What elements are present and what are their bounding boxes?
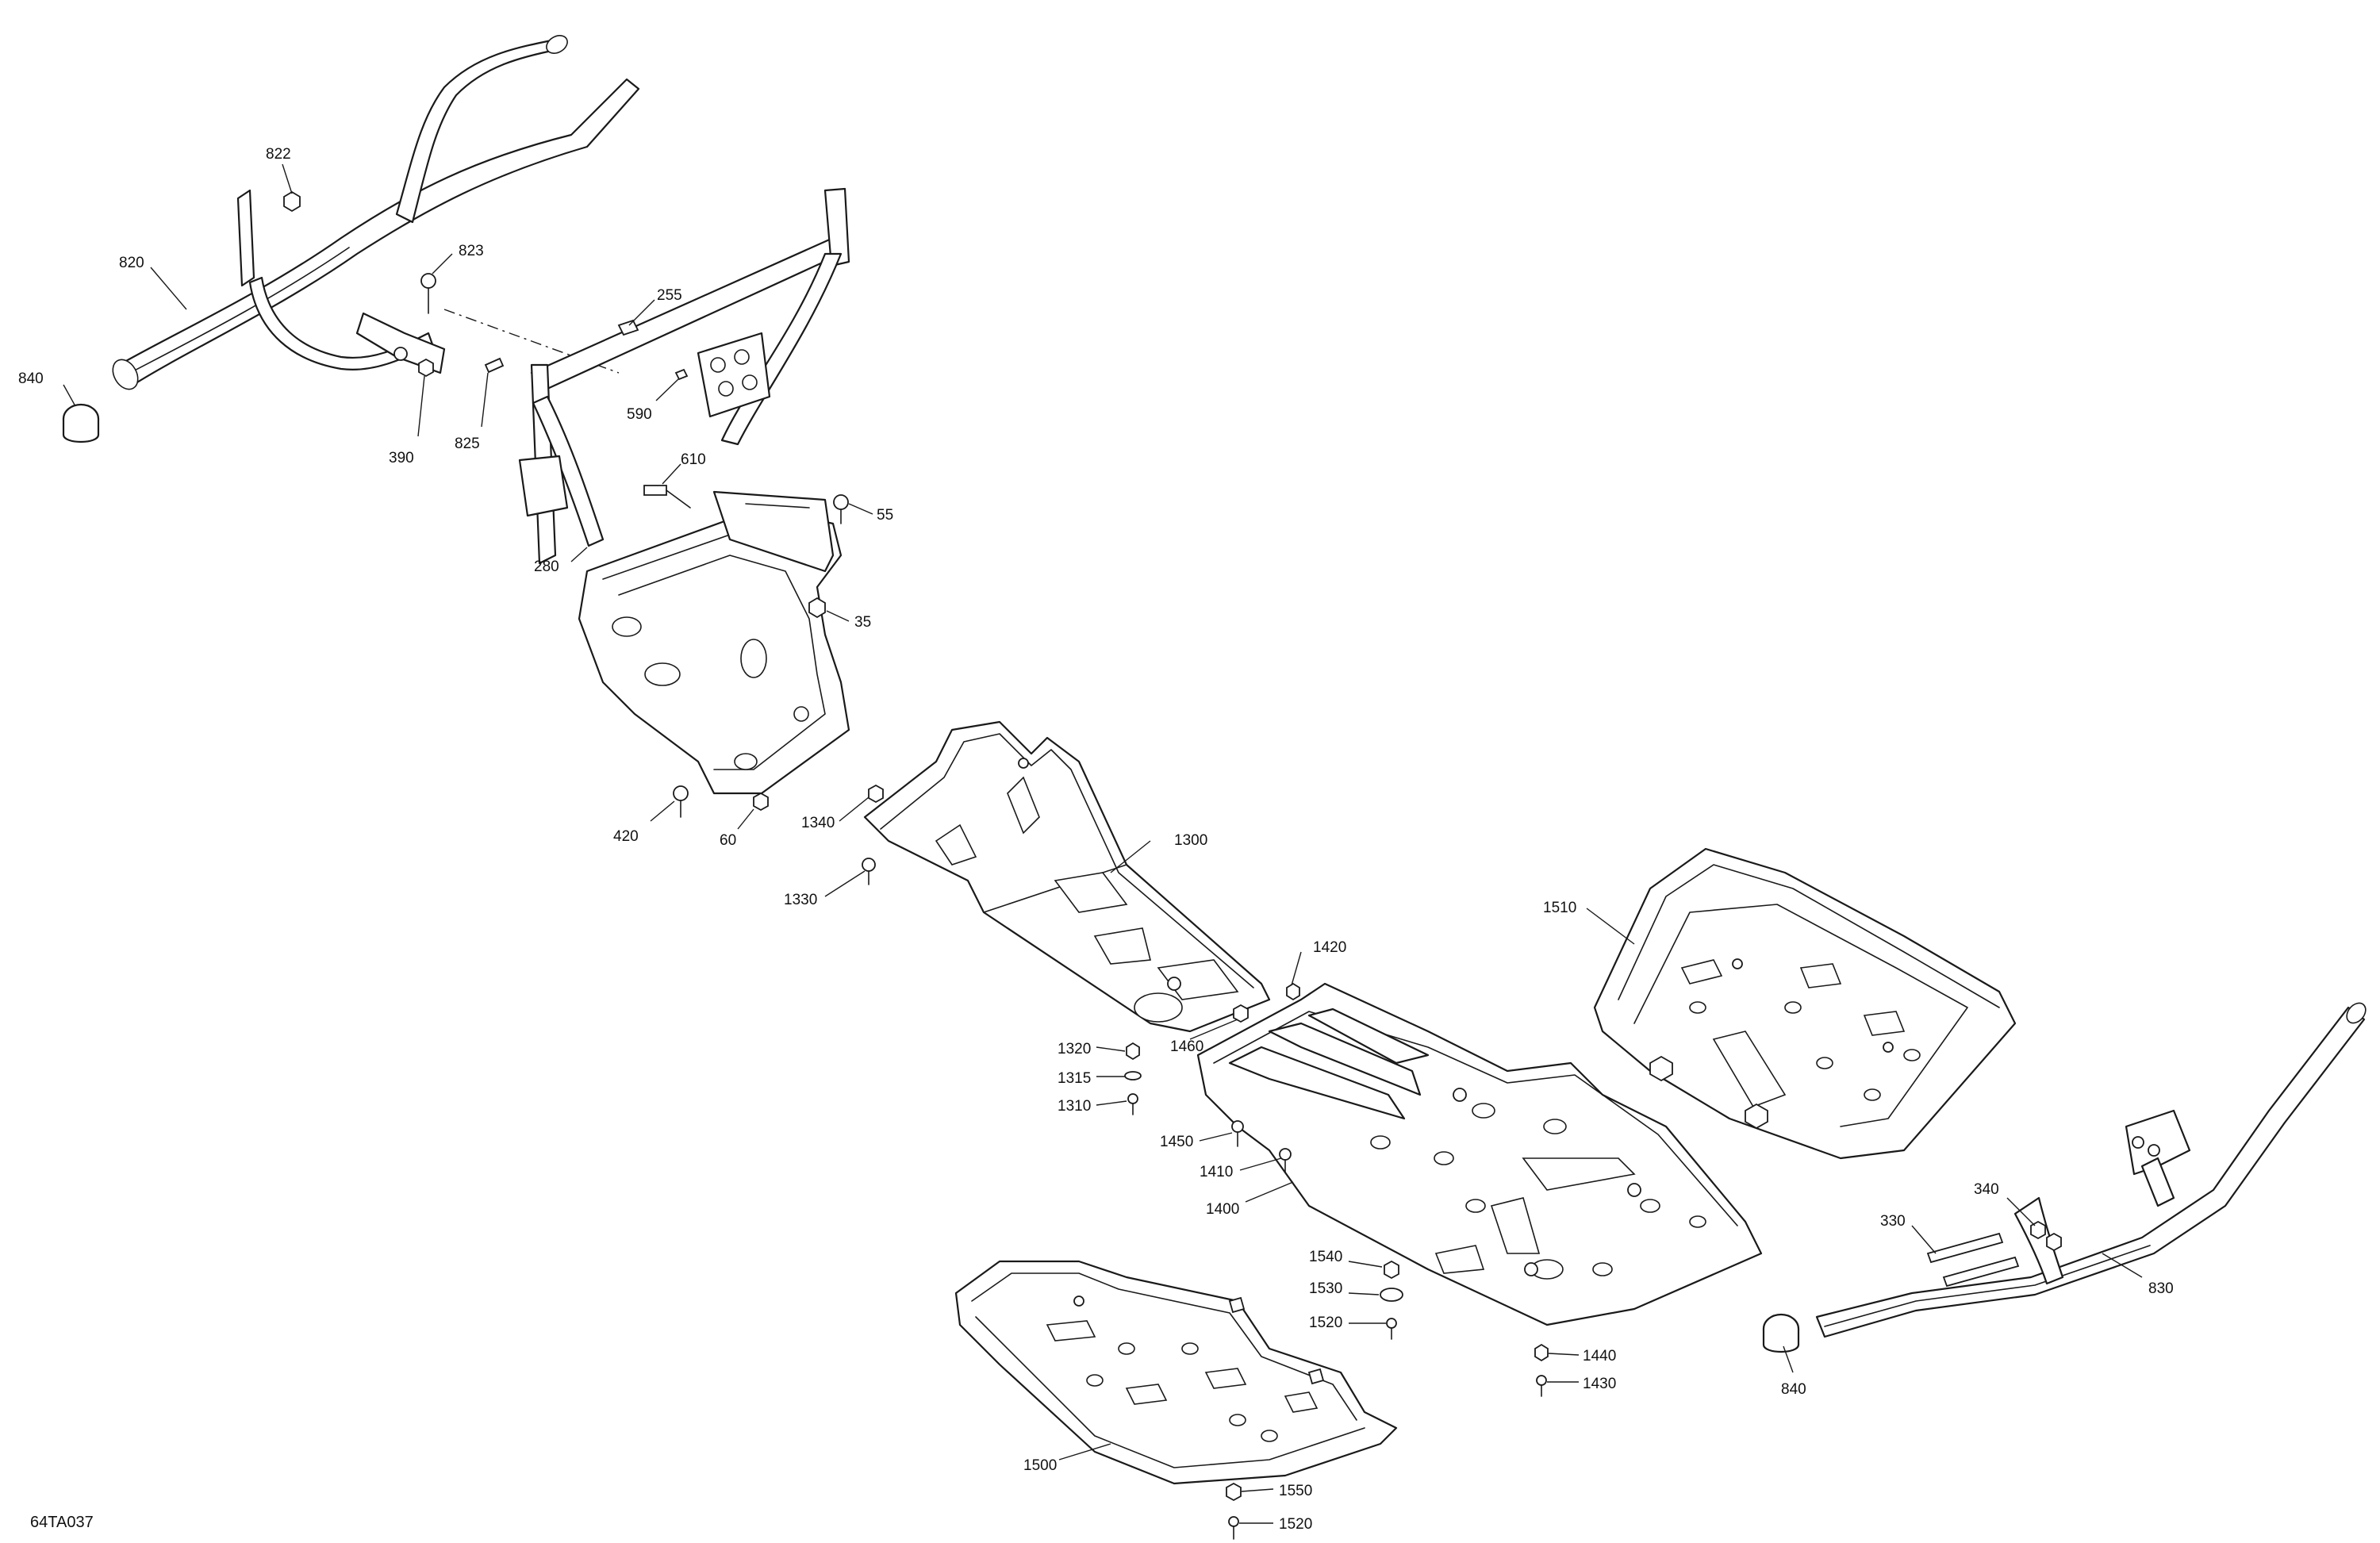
callout-1460: 1460 [1170, 1038, 1203, 1055]
bolts-1450-1410 [1231, 1120, 1292, 1173]
skid-plate-1400 [1196, 982, 1763, 1326]
nuts-340 [2030, 1220, 2062, 1252]
fastener-825 [484, 357, 505, 374]
callout-390: 390 [389, 450, 414, 466]
end-cap-840-right [1762, 1313, 1800, 1353]
callout-590: 590 [627, 406, 652, 423]
front-bumper-tube-820 [112, 35, 640, 390]
callout-1550: 1550 [1279, 1483, 1312, 1499]
callout-1310: 1310 [1058, 1098, 1091, 1115]
clip-255 [617, 319, 639, 336]
callout-1510: 1510 [1543, 900, 1576, 916]
callout-1520-upper: 1520 [1309, 1315, 1342, 1331]
callout-822: 822 [266, 146, 291, 163]
nut-35 [808, 597, 826, 619]
front-skid-plate [578, 490, 850, 795]
bolt-590 [674, 368, 689, 381]
fasteners-1320-1315-1310 [1124, 1042, 1142, 1115]
callout-340: 340 [1974, 1181, 1999, 1198]
callout-1430: 1430 [1583, 1376, 1616, 1392]
callout-330: 330 [1880, 1213, 1906, 1230]
callout-255: 255 [657, 287, 682, 304]
callout-60: 60 [720, 832, 736, 849]
front-frame-280 [518, 187, 850, 565]
callout-labels: 822 820 823 840 390 825 255 590 610 55 2… [18, 146, 2174, 1533]
callout-1320: 1320 [1058, 1041, 1091, 1057]
nut-60 [753, 792, 769, 812]
callout-1410: 1410 [1200, 1164, 1233, 1180]
callout-35: 35 [854, 614, 871, 631]
callout-1300: 1300 [1174, 832, 1207, 849]
callout-840-right: 840 [1781, 1381, 1806, 1398]
skid-plate-1500 [954, 1260, 1398, 1485]
callout-1530: 1530 [1309, 1280, 1342, 1297]
skid-plate-1510 [1593, 847, 2017, 1160]
callout-420: 420 [613, 828, 639, 845]
callout-823: 823 [459, 243, 484, 259]
skid-plate-1300 [863, 720, 1271, 1033]
callout-55: 55 [877, 507, 893, 524]
callout-1400: 1400 [1206, 1201, 1239, 1218]
fastener-1330 [862, 858, 876, 885]
figure-id: 64TA037 [30, 1514, 94, 1531]
callout-1540: 1540 [1309, 1249, 1342, 1265]
nut-1420 [1286, 982, 1300, 1001]
end-cap-840-left [62, 403, 100, 443]
callout-1520-lower: 1520 [1279, 1516, 1312, 1533]
leader-lines [63, 163, 2143, 1524]
callout-610: 610 [681, 451, 706, 468]
callout-1450: 1450 [1160, 1134, 1193, 1150]
callout-840-left: 840 [18, 370, 44, 387]
bolt-420 [673, 785, 689, 818]
callout-825: 825 [455, 436, 480, 452]
bolts-330 [1926, 1232, 2020, 1288]
bolt-610 [643, 485, 691, 509]
nut-1460 [1233, 1004, 1249, 1023]
fastener-390 [418, 358, 434, 378]
rear-bumper-tube-830 [1815, 1002, 2367, 1338]
fastener-822 [283, 190, 301, 213]
fasteners-1540-1530-1520 [1380, 1260, 1403, 1340]
callout-1440: 1440 [1583, 1348, 1616, 1365]
fastener-55 [833, 494, 849, 524]
callout-1340: 1340 [801, 815, 835, 831]
callout-830: 830 [2148, 1280, 2174, 1297]
fasteners-1550-1520 [1226, 1482, 1242, 1540]
callout-820: 820 [119, 255, 144, 271]
callout-1500: 1500 [1023, 1457, 1057, 1474]
callout-1315: 1315 [1058, 1070, 1091, 1087]
fasteners-1440-1430 [1534, 1343, 1549, 1397]
callout-1330: 1330 [784, 892, 817, 908]
callout-1420: 1420 [1313, 939, 1346, 956]
fastener-1340 [868, 784, 884, 804]
fastener-823 [420, 273, 436, 314]
callout-280: 280 [534, 558, 559, 575]
